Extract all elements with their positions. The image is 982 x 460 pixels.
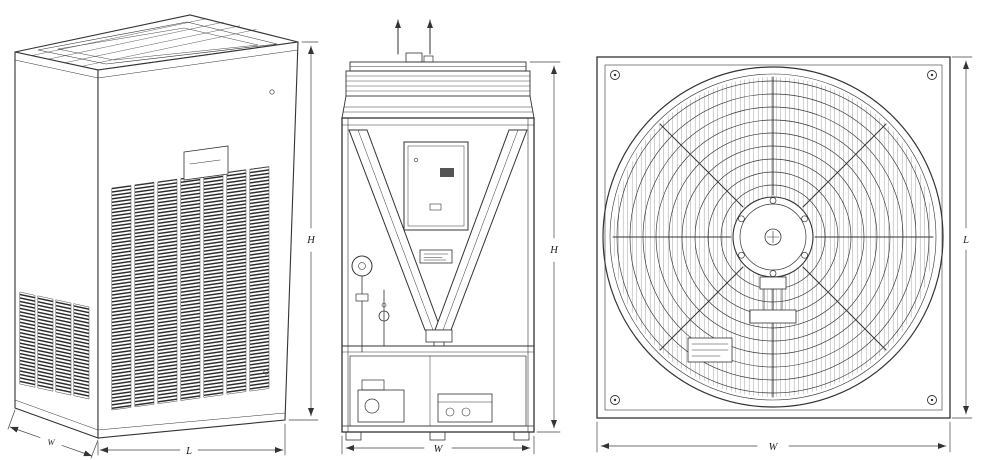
panel-seams (14, 49, 299, 431)
pipe-assembly (378, 289, 390, 347)
junction-box (687, 337, 733, 363)
isometric-dimensions: H L W (7, 41, 319, 459)
screw-top-icon (269, 89, 275, 95)
v-coil (348, 129, 528, 343)
fan-guard-spokes (612, 76, 934, 398)
dim-label-fan-length: L (962, 235, 969, 246)
top-grille-lines (31, 18, 257, 67)
front-view-dimensions: H W (341, 61, 561, 455)
nameplate (183, 145, 229, 181)
pressure-gauge (351, 255, 373, 353)
dim-label-front-width: W (434, 444, 444, 455)
corner-screw-icons (610, 70, 937, 405)
center-tag (419, 249, 453, 264)
fan-view: L W (596, 56, 973, 453)
fan-motor (405, 52, 423, 63)
isometric-view: H L W (7, 14, 319, 459)
airflow-arrow-icons (394, 19, 434, 55)
dim-label-iso-height: H (306, 235, 316, 246)
fan-hub (732, 196, 814, 278)
front-view: H W (341, 19, 561, 455)
fan-deck (341, 52, 535, 119)
front-louver-panel (111, 166, 270, 411)
fan-shroud-ring (602, 66, 944, 408)
dim-label-iso-depth: W (47, 437, 55, 447)
cabinet-top-recess (37, 21, 278, 65)
dim-label-iso-length: L (185, 446, 192, 457)
screw-bottom-icon (263, 369, 269, 375)
dim-label-fan-width: W (769, 442, 779, 453)
side-louver-panel (19, 291, 90, 400)
fan-view-dimensions: L W (596, 56, 973, 453)
dim-label-front-height: H (549, 245, 559, 256)
base-assembly (341, 341, 535, 441)
control-box (403, 141, 469, 231)
motor-mount (749, 276, 797, 324)
nameplate-mark (189, 159, 221, 165)
